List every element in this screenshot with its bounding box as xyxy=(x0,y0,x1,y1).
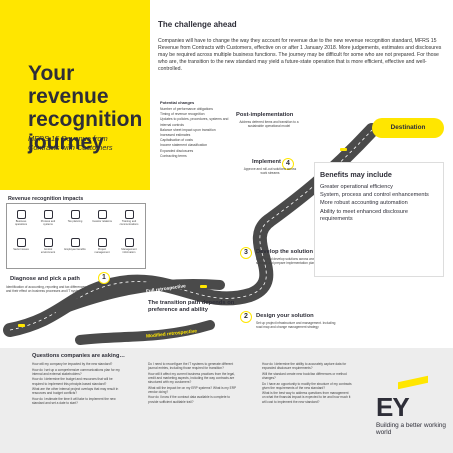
list-item: Balance sheet impact upon transition xyxy=(160,127,216,132)
list-item: What will the impact be on my ERP system… xyxy=(148,385,237,394)
gear-icon xyxy=(43,210,53,219)
benefits-box xyxy=(314,162,444,277)
list-item: How do I estimate the time it will take … xyxy=(32,397,116,406)
questions-column-2: Do I need to reconfigure the IT systems … xyxy=(148,362,238,405)
stage-2-text: Set up project infrastructure and manage… xyxy=(256,321,336,329)
potential-changes-heading: Potential changes xyxy=(160,100,195,105)
benefits-list: Greater operational efficiency System, p… xyxy=(320,184,442,224)
post-implementation-text: Address deferred items and transition to… xyxy=(239,120,299,128)
impact-item: Tax planning xyxy=(64,210,86,223)
transition-note: The transition path depends on preferenc… xyxy=(148,300,235,313)
stage-4-number: 4 xyxy=(282,158,294,170)
list-item: How do I know if the contract data avail… xyxy=(148,395,231,404)
hero-title: Your revenue recognition journey xyxy=(28,62,143,154)
impact-item: Project management xyxy=(91,238,113,254)
impact-item: Investor relations xyxy=(91,210,113,223)
list-item: Number of performance obligations xyxy=(160,107,213,111)
impact-item: Process and systems xyxy=(37,210,59,226)
questions-heading: Questions companies are asking… xyxy=(32,353,125,359)
list-item: How do I set up a comprehensive communic… xyxy=(32,367,120,376)
stage-4-text: Approve and roll-out solutions across wo… xyxy=(243,167,297,175)
list-item: Timing of revenue recognition xyxy=(160,112,205,117)
questions-column-3: How do I determine the ability to accura… xyxy=(262,362,352,405)
impact-item: Management information xyxy=(118,238,140,254)
list-item: Expanded disclosures xyxy=(160,148,194,153)
list-item: What is the best way to address question… xyxy=(262,391,351,404)
list-item: System, process and control enhancements xyxy=(320,192,429,199)
questions-panel xyxy=(0,348,453,453)
list-item: Increased estimates xyxy=(160,133,191,138)
impact-item: Business operations xyxy=(10,210,32,226)
impact-item: Employee benefits xyxy=(64,238,86,251)
stage-2-title: Design your solution xyxy=(256,313,314,319)
questions-column-1: How will my company be impacted by the n… xyxy=(32,362,122,407)
challenge-body: Companies will have to change the way th… xyxy=(158,38,442,72)
stage-1-text: Identification of accounting, reporting … xyxy=(6,285,86,293)
impacts-heading: Revenue recognition impacts xyxy=(8,196,84,202)
car-icon xyxy=(340,148,347,151)
list-item: Do I need to reconfigure the IT systems … xyxy=(148,362,234,371)
stage-3-title: Develop the solution xyxy=(256,249,314,255)
list-item: How will my company be impacted by the n… xyxy=(32,362,113,366)
list-item: Do I have an opportunity to modify the s… xyxy=(262,381,352,390)
stage-3-text: Identify and develop solutions across wo… xyxy=(256,257,316,265)
list-item: How do I determine the ability to accura… xyxy=(262,362,347,371)
lock-icon xyxy=(43,238,53,247)
briefcase-icon xyxy=(16,210,26,219)
stage-1-title: Diagnose and pick a path xyxy=(10,276,80,282)
stage-3-number: 3 xyxy=(240,247,252,259)
person-icon xyxy=(70,238,80,247)
factory-icon xyxy=(16,238,26,247)
chart-icon xyxy=(97,210,107,219)
car-icon xyxy=(200,285,207,288)
impacts-box: Business operations Process and systems … xyxy=(6,203,146,269)
list-item: Income statement classification xyxy=(160,143,208,148)
monitor-icon xyxy=(124,238,134,247)
ey-logo: EY xyxy=(376,392,410,422)
impact-item: Training and communications xyxy=(118,210,140,226)
list-item: Capitalisation of costs xyxy=(160,138,193,143)
post-implementation-title: Post-implementation xyxy=(236,112,294,118)
stage-4-title: Implement xyxy=(252,159,281,165)
calculator-icon xyxy=(70,210,80,219)
destination-badge: Destination xyxy=(372,118,444,138)
impact-item: Control environment xyxy=(37,238,59,254)
clipboard-icon xyxy=(97,238,107,247)
hero-subtitle: MFRS 15 Revenue from Contracts with Cust… xyxy=(28,134,113,152)
list-item: How do I determine the budget and resour… xyxy=(32,377,113,386)
stage-1-number: 1 xyxy=(98,272,110,284)
list-item: Ability to meet enhanced disclosure requ… xyxy=(320,208,408,222)
hero-panel xyxy=(0,0,150,190)
people-icon xyxy=(124,210,134,219)
list-item: Contracting terms xyxy=(160,153,187,158)
potential-changes-list: Number of performance obligations Timing… xyxy=(160,107,240,159)
list-item: More robust accounting automation xyxy=(320,200,408,207)
challenge-heading: The challenge ahead xyxy=(158,20,237,29)
list-item: How will it affect my current business p… xyxy=(148,371,235,384)
benefits-heading: Benefits may include xyxy=(320,170,392,179)
impact-item: Sector issues xyxy=(10,238,32,251)
stage-2-number: 2 xyxy=(240,311,252,323)
ey-tagline: Building a better working world xyxy=(376,422,446,437)
list-item: What are the other internal project over… xyxy=(32,387,119,396)
list-item: Updates to policies, procedures, systems… xyxy=(160,117,229,127)
journey-road xyxy=(3,123,379,345)
list-item: Greater operational efficiency xyxy=(320,184,393,190)
car-icon xyxy=(18,324,25,327)
list-item: Will the standard create new book/tax di… xyxy=(262,371,347,380)
